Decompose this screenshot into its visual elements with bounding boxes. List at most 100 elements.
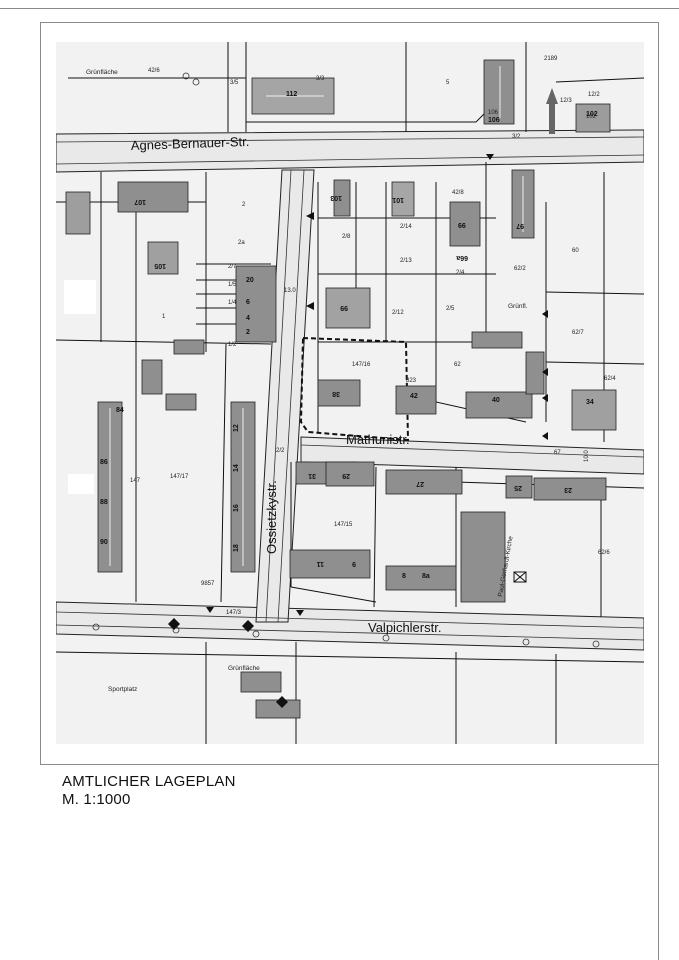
house-number: 103: [330, 194, 342, 201]
area-label-sportplatz: Sportplatz: [108, 686, 137, 693]
edge-line: [300, 444, 644, 458]
building-66: [449, 201, 481, 247]
street-labels: Agnes-Bernauer-Str. Mathunistr. Valpichl…: [131, 134, 442, 635]
building-42: [395, 385, 437, 415]
tree-symbol: [92, 623, 100, 631]
street-edge-lines: [56, 136, 644, 641]
building-8a: [385, 565, 457, 591]
parcel-label: 9857: [201, 581, 215, 587]
parcel-line: [290, 586, 377, 603]
parcel-label: 62/2: [514, 266, 526, 272]
redaction-patch: [64, 280, 96, 314]
parcel-label: 62/7: [572, 330, 584, 336]
edge-line: [56, 136, 644, 143]
roof-ridges: [109, 66, 524, 566]
parcel-label: 2/12: [392, 310, 404, 316]
building-105: [147, 241, 179, 275]
parcel-label: 2189: [544, 56, 558, 62]
street-label-valpichler: Valpichlerstr.: [368, 620, 441, 635]
house-number: 106: [488, 117, 500, 124]
parcel-label: 62: [454, 362, 461, 368]
parcel-label: 2/14: [400, 224, 412, 230]
parcel-label: 147: [130, 478, 141, 484]
parcel-label: 42/6: [148, 68, 160, 74]
sheet-frame-bottom: [40, 764, 659, 765]
house-number: 101: [392, 196, 404, 203]
parcel-label: 3/2: [512, 134, 521, 140]
building-101: [391, 181, 415, 217]
house-number: 105: [154, 262, 166, 269]
parcel-label: 67: [554, 450, 561, 456]
parcel-label: 2/5: [446, 306, 455, 312]
house-number: 12: [233, 424, 240, 432]
north-arrow-icon: [546, 88, 558, 134]
parcel-label: 3/5: [230, 80, 239, 86]
edge-line: [56, 154, 644, 165]
parcel-label: 2/4: [456, 270, 465, 276]
house-number: 99: [340, 304, 348, 311]
building-25: [505, 475, 533, 499]
parcel-label: 102: [586, 114, 597, 120]
parcel-label: 2: [242, 202, 246, 208]
map-svg: Agnes-Bernauer-Str. Mathunistr. Valpichl…: [56, 42, 644, 744]
survey-marker: [542, 432, 548, 440]
house-number: 16: [233, 504, 240, 512]
house-number: 31: [308, 472, 316, 479]
sheet-frame-right: [658, 22, 659, 960]
parcel-line: [545, 291, 644, 295]
building-40: [465, 391, 533, 419]
survey-marker: [242, 620, 254, 632]
parcel-label: 5: [446, 80, 450, 86]
house-number: 112: [286, 91, 297, 98]
edge-line: [56, 611, 644, 629]
building-annex: [471, 331, 523, 349]
parcel-label: 1/2: [228, 342, 237, 348]
area-label-gruenfl: Grünfl.: [508, 303, 528, 310]
parcel-label: 147/3: [226, 610, 242, 616]
edge-line: [56, 624, 644, 641]
building-99: [325, 287, 371, 329]
house-number: 102: [586, 111, 598, 118]
parcel-label: 1/5: [228, 282, 237, 288]
house-number: 2: [246, 329, 250, 336]
parcel-label: 823: [406, 378, 417, 384]
survey-marker: [168, 618, 180, 630]
parcel-label: 2/8: [342, 234, 351, 240]
survey-marker: [542, 394, 548, 402]
survey-marker: [296, 610, 304, 616]
parcel-label: 147/16: [352, 362, 371, 368]
building-107: [117, 181, 189, 213]
parcel-label: 147/15: [334, 522, 353, 528]
house-number: 97: [516, 222, 524, 229]
plan-title: AMTLICHER LAGEPLAN: [62, 773, 236, 790]
house-number: 4: [246, 315, 250, 322]
parcel-label: 42/8: [452, 190, 464, 196]
house-number: 27: [416, 480, 424, 487]
house-number: 20: [246, 277, 254, 284]
parcel-label: 2a: [238, 240, 245, 246]
tree-symbol: [592, 640, 600, 648]
house-number: 66a: [456, 254, 468, 261]
house-number: 107: [134, 198, 146, 205]
parcel-label: 147/17: [170, 474, 189, 480]
street-label-ossietzky: Ossietzkystr.: [264, 480, 279, 554]
building-row-20: [235, 265, 277, 343]
survey-marker: [542, 368, 548, 376]
parcel-line: [545, 361, 644, 365]
edge-line: [277, 169, 305, 623]
survey-marker: [486, 154, 494, 160]
house-number: 25: [514, 484, 522, 491]
parcel-line: [220, 343, 227, 603]
survey-marker: [306, 212, 314, 220]
parcel-label: 13.0: [284, 288, 296, 294]
house-number: 14: [233, 464, 240, 472]
building-23: [533, 477, 607, 501]
parcel-label: 3/3: [316, 76, 325, 82]
parcel-label: 2/7: [228, 264, 237, 270]
house-number: 11: [316, 560, 324, 567]
parcel-label: 2/13: [400, 258, 412, 264]
sheet-frame-top: [40, 22, 658, 23]
building-small-3: [173, 339, 205, 355]
house-number: 8a: [422, 573, 430, 580]
building-9-11: [289, 549, 371, 579]
